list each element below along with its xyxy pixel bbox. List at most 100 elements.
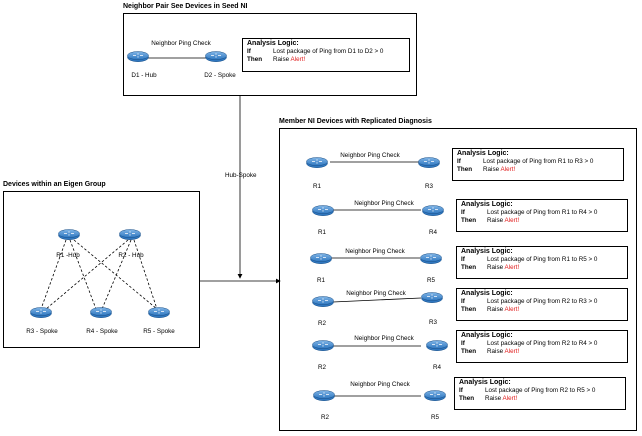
analysis-title: Analysis Logic: <box>461 201 513 208</box>
analysis-condition: Lost package of Ping from R1 to R4 > 0 <box>487 208 598 216</box>
alert-text: Alert! <box>502 394 518 402</box>
raise-text: Raise <box>487 263 504 271</box>
router-icon <box>119 229 141 240</box>
raise-text: Raise <box>487 216 504 224</box>
router-icon <box>205 51 227 62</box>
pair-left-label: R2 <box>317 320 327 327</box>
router-icon <box>310 253 332 264</box>
router-icon <box>420 253 442 264</box>
analysis-title: Analysis Logic: <box>461 290 513 297</box>
seed-panel-title: Neighbor Pair See Devices in Seed NI <box>123 3 248 10</box>
spoke3-label: R3 - Spoke <box>26 328 58 335</box>
eigen-mesh <box>40 239 158 310</box>
if-keyword: If <box>459 386 463 394</box>
then-keyword: Then <box>247 55 263 63</box>
member-panel <box>279 128 637 431</box>
then-keyword: Then <box>457 165 473 173</box>
analysis-condition: Lost package of Ping from R1 to R5 > 0 <box>487 255 598 263</box>
then-keyword: Then <box>461 216 477 224</box>
router-icon <box>312 296 334 307</box>
router-icon <box>127 51 149 62</box>
pair-left-label: R1 <box>317 229 327 236</box>
seed-left-label: D1 - Hub <box>131 72 157 79</box>
router-icon <box>312 205 334 216</box>
pair-link-4 <box>332 297 422 303</box>
if-keyword: If <box>247 47 251 55</box>
hub2-label: R2 - Hub <box>118 252 144 259</box>
router-icon <box>426 340 448 351</box>
pair-analysis-box: Analysis Logic: If Lost package of Ping f… <box>456 288 628 321</box>
seed-right-label: D2 - Spoke <box>204 72 236 79</box>
if-keyword: If <box>461 255 465 263</box>
pair-right-label: R3 <box>424 183 434 190</box>
pair-right-label: R5 <box>426 277 436 284</box>
analysis-title: Analysis Logic: <box>459 379 511 386</box>
router-icon <box>90 307 112 318</box>
pair-right-label: R5 <box>430 414 440 421</box>
then-keyword: Then <box>461 347 477 355</box>
analysis-title: Analysis Logic: <box>247 40 299 47</box>
pair-check-label: Neighbor Ping Check <box>346 290 406 297</box>
then-keyword: Then <box>459 394 475 402</box>
analysis-title: Analysis Logic: <box>461 332 513 339</box>
if-keyword: If <box>461 339 465 347</box>
router-icon <box>418 157 440 168</box>
pair-analysis-box: Analysis Logic: If Lost package of Ping f… <box>452 148 624 181</box>
router-icon <box>306 157 328 168</box>
router-icon <box>30 307 52 318</box>
pair-right-label: R4 <box>428 229 438 236</box>
alert-text: Alert! <box>290 55 306 63</box>
analysis-condition: Lost package of Ping from R2 to R4 > 0 <box>487 339 598 347</box>
raise-text: Raise <box>273 55 290 63</box>
connector-label: Hub-Spoke <box>225 172 257 179</box>
router-icon <box>58 229 80 240</box>
pair-left-label: R2 <box>317 364 327 371</box>
alert-text: Alert! <box>500 165 516 173</box>
pair-left-label: R1 <box>316 277 326 284</box>
pair-check-label: Neighbor Ping Check <box>354 200 414 207</box>
pair-right-label: R3 <box>428 319 438 326</box>
if-keyword: If <box>457 157 461 165</box>
pair-analysis-box: Analysis Logic: If Lost package of Ping f… <box>456 330 628 363</box>
router-icon <box>312 340 334 351</box>
analysis-title: Analysis Logic: <box>457 150 509 157</box>
alert-text: Alert! <box>504 347 520 355</box>
member-panel-title: Member NI Devices with Replicated Diagno… <box>279 118 432 125</box>
router-icon <box>148 307 170 318</box>
raise-text: Raise <box>483 165 500 173</box>
then-keyword: Then <box>461 305 477 313</box>
pair-left-label: R1 <box>312 183 322 190</box>
spoke4-label: R4 - Spoke <box>86 328 118 335</box>
spoke5-label: R5 - Spoke <box>143 328 175 335</box>
alert-text: Alert! <box>504 216 520 224</box>
alert-text: Alert! <box>504 305 520 313</box>
pair-check-label: Neighbor Ping Check <box>354 335 414 342</box>
if-keyword: If <box>461 297 465 305</box>
router-icon <box>422 205 444 216</box>
seed-analysis-box: Analysis Logic: If Lost package of Ping f… <box>242 38 410 72</box>
hub1-label: R1 -Hub <box>56 252 80 259</box>
pair-right-label: R4 <box>432 364 442 371</box>
eigen-panel <box>3 191 200 348</box>
router-icon <box>424 390 446 401</box>
pair-check-label: Neighbor Ping Check <box>340 152 400 159</box>
analysis-condition: Lost package of Ping from R2 to R5 > 0 <box>485 386 596 394</box>
router-icon <box>313 390 335 401</box>
analysis-condition: Lost package of Ping from R1 to R3 > 0 <box>483 157 594 165</box>
analysis-condition: Lost package of Ping from R2 to R3 > 0 <box>487 297 598 305</box>
pair-analysis-box: Analysis Logic: If Lost package of Ping f… <box>454 377 626 410</box>
router-icon <box>421 292 443 303</box>
alert-text: Alert! <box>504 263 520 271</box>
analysis-condition: Lost package of Ping from D1 to D2 > 0 <box>273 47 384 55</box>
pair-check-label: Neighbor Ping Check <box>345 248 405 255</box>
pair-left-label: R2 <box>320 414 330 421</box>
raise-text: Raise <box>487 305 504 313</box>
then-keyword: Then <box>461 263 477 271</box>
pair-check-label: Neighbor Ping Check <box>350 381 410 388</box>
seed-check-label: Neighbor Ping Check <box>151 40 211 47</box>
raise-text: Raise <box>487 347 504 355</box>
eigen-panel-title: Devices within an Eigen Group <box>3 181 106 188</box>
